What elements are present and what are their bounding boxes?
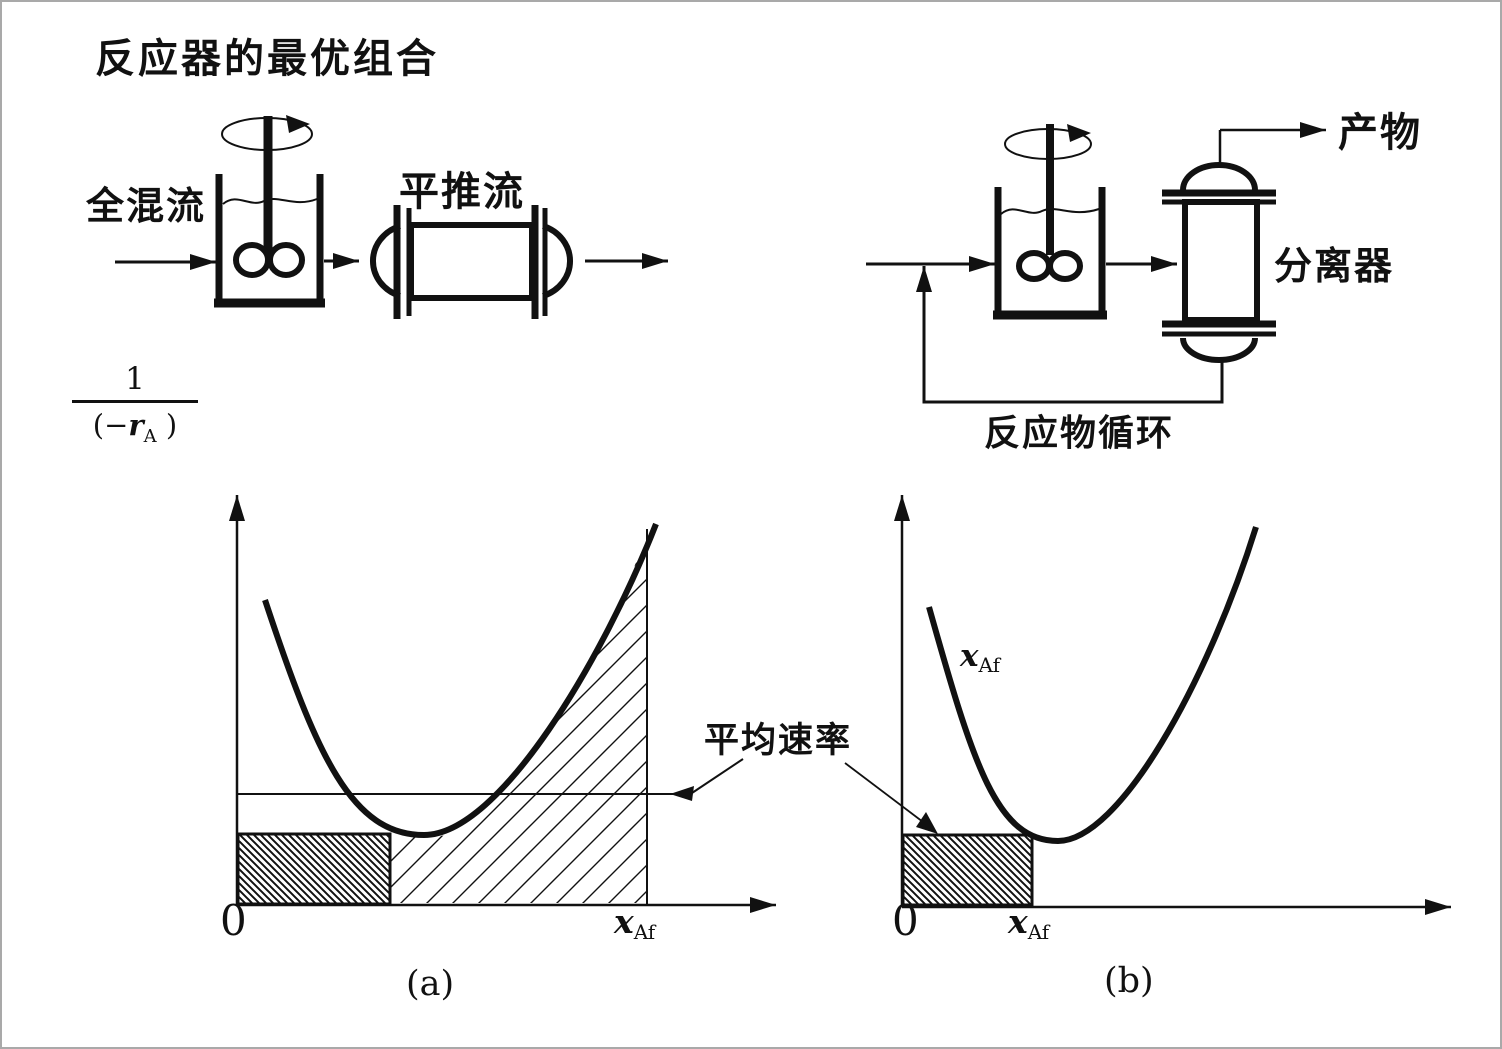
caption-a: (a) xyxy=(406,964,455,1004)
product-label: 产物 xyxy=(1338,111,1422,155)
combo-b-flowsheet xyxy=(866,122,1326,404)
caption-b: (b) xyxy=(1104,961,1154,1001)
stirred-tank-b xyxy=(993,124,1107,320)
stirred-tank-a xyxy=(214,115,325,308)
pfr-left-cap xyxy=(370,223,401,299)
graph-b xyxy=(844,495,1451,915)
cstr-label-a: 全混流 xyxy=(86,186,207,228)
product-line xyxy=(1218,122,1326,165)
plug-flow-reactor xyxy=(370,205,573,319)
rotation-arc-b xyxy=(1004,128,1092,160)
separator-top-dome xyxy=(1180,162,1258,191)
pfr-area-region-a xyxy=(391,534,646,903)
rotation-arrowhead-b xyxy=(1067,124,1091,142)
impeller-a-right xyxy=(267,242,305,278)
recycle-line xyxy=(916,266,1224,404)
avg-rate-leader-arrowhead-b xyxy=(916,812,938,834)
rate-curve-a xyxy=(262,522,659,839)
avg-rate-area-rect-b xyxy=(901,833,1034,907)
graph-a xyxy=(229,495,776,913)
separator-body xyxy=(1182,199,1260,323)
xaf-axis-label-b: xAf xyxy=(1008,902,1050,944)
origin-label-b: 0 xyxy=(892,896,919,945)
xaf-axis-label-a: xAf xyxy=(614,902,656,944)
pfr-body xyxy=(408,222,535,301)
page-title: 反应器的最优组合 xyxy=(95,37,439,81)
fraction-denominator: (−rA ) xyxy=(92,408,178,447)
separator-vessel xyxy=(1162,162,1276,363)
impeller-a-left xyxy=(233,242,271,278)
rotation-arrowhead-a xyxy=(286,115,310,133)
origin-label-a: 0 xyxy=(220,896,247,945)
separator-label: 分离器 xyxy=(1274,246,1395,288)
average-rate-label: 平均速率 xyxy=(704,721,853,760)
y-axis-fraction-label: 1 (−rA ) xyxy=(72,362,198,447)
recycle-label: 反应物循环 xyxy=(984,412,1175,453)
curve-label-b: xAf xyxy=(960,638,1000,677)
rate-curve-b xyxy=(926,526,1259,845)
fraction-numerator: 1 xyxy=(72,362,198,403)
pfr-right-cap xyxy=(542,223,573,299)
avg-rate-leader-a xyxy=(691,758,744,794)
impeller-b-left xyxy=(1016,250,1052,282)
separator-bottom-dome xyxy=(1180,337,1258,363)
avg-rate-leader-arrowhead-a xyxy=(670,786,694,801)
pfr-label: 平推流 xyxy=(399,170,525,214)
combo-a-flowsheet xyxy=(115,115,668,319)
liquid-surface-b xyxy=(1000,207,1100,215)
cstr-area-rect-a xyxy=(236,832,392,906)
avg-rate-leader-b xyxy=(844,762,928,826)
impeller-b-right xyxy=(1047,250,1083,282)
rotation-arc-a xyxy=(221,117,313,151)
